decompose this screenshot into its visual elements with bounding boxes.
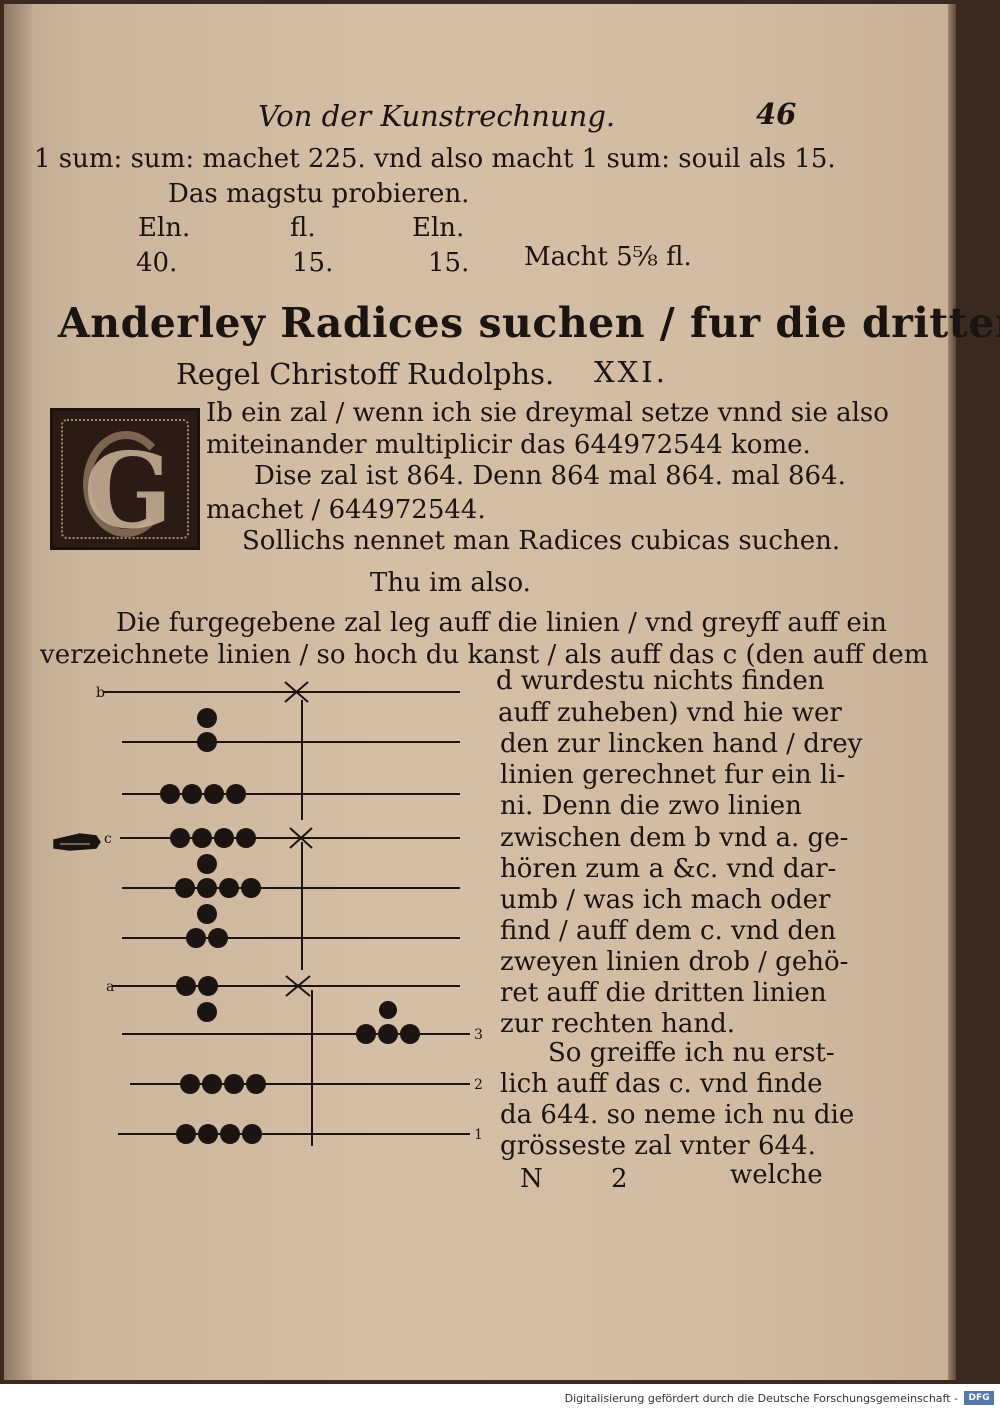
proof-col3-value: 15. <box>428 248 470 278</box>
proof-col2-head: fl. <box>290 213 316 243</box>
counter <box>182 784 202 804</box>
counter <box>378 1024 398 1044</box>
right-column-line: linien gerechnet fur ein li- <box>500 760 846 790</box>
counter <box>224 1074 244 1094</box>
pointing-hand-icon <box>53 833 101 851</box>
chapter-subtitle: Regel Christoff Rudolphs. <box>176 357 555 391</box>
counter <box>197 904 217 924</box>
para1-line-1: Ib ein zal / wenn ich sie dreymal setze … <box>206 398 889 428</box>
counter <box>186 928 206 948</box>
counter <box>236 828 256 848</box>
proof-col2-value: 15. <box>292 248 334 278</box>
counter <box>192 828 212 848</box>
right-column-line: hören zum a &c. vnd dar- <box>500 854 837 884</box>
counter <box>204 784 224 804</box>
page-edge <box>948 4 956 1380</box>
para1-line-5: Sollichs nennet man Radices cubicas such… <box>242 526 841 556</box>
counter <box>197 708 217 728</box>
para1-line-3: Dise zal ist 864. Denn 864 mal 864. mal … <box>254 461 846 491</box>
counting-board-diagram: b c a 3 2 1 <box>53 681 483 1146</box>
counter <box>197 1002 217 1022</box>
counter <box>246 1074 266 1094</box>
right-column-line: ni. Denn die zwo linien <box>500 791 802 821</box>
para3-line-2: lich auff das c. vnd finde <box>500 1069 823 1099</box>
right-column-line: zur rechten hand. <box>500 1009 736 1039</box>
counter <box>400 1024 420 1044</box>
counter <box>226 784 246 804</box>
counter <box>356 1024 376 1044</box>
right-column-line: den zur lincken hand / drey <box>500 729 863 759</box>
catchword: welche <box>730 1160 823 1190</box>
counter <box>379 1001 397 1019</box>
digitization-credit: Digitalisierung gefördert durch die Deut… <box>564 1392 958 1405</box>
chapter-title: Anderley Radices suchen / fur die dritte… <box>58 299 1000 347</box>
body-line-2: Das magstu probieren. <box>168 179 470 209</box>
right-column-line: d wurdestu nichts finden <box>496 666 825 696</box>
counter <box>198 1124 218 1144</box>
cross-mark <box>289 827 313 849</box>
decorated-initial: G <box>50 408 200 550</box>
counter <box>214 828 234 848</box>
row-label-b: b <box>96 685 105 701</box>
chapter-number: XXI. <box>594 355 668 389</box>
initial-ornament-border <box>61 419 189 539</box>
counter <box>242 1124 262 1144</box>
signature-mark: N 2 <box>520 1164 658 1194</box>
counter <box>220 1124 240 1144</box>
right-column-line: zweyen linien drob / gehö- <box>500 947 849 977</box>
para2-line-2: verzeichnete linien / so hoch du kanst /… <box>40 640 929 670</box>
para2-line-1: Die furgegebene zal leg auff die linien … <box>116 608 887 638</box>
dfg-logo: DFG <box>964 1391 994 1405</box>
section-heading: Thu im also. <box>370 568 531 598</box>
running-title: Von der Kunstrechnung. <box>258 99 616 133</box>
counter <box>241 878 261 898</box>
para1-line-2: miteinander multiplicir das 644972544 ko… <box>206 430 811 460</box>
right-number-3: 3 <box>474 1027 483 1043</box>
cross-mark <box>284 681 309 703</box>
cross-mark <box>285 975 311 997</box>
initial-ornament-swirl <box>83 431 169 537</box>
counter <box>197 878 217 898</box>
counter <box>170 828 190 848</box>
right-column-line: auff zuheben) vnd hie wer <box>498 698 842 728</box>
right-number-1: 1 <box>474 1127 483 1143</box>
initial-letter: G <box>83 429 173 550</box>
counter <box>197 854 217 874</box>
para3-line-3: da 644. so neme ich nu die <box>500 1100 855 1130</box>
right-number-2: 2 <box>474 1077 483 1093</box>
counter <box>198 976 218 996</box>
right-column-line: find / auff dem c. vnd den <box>500 916 837 946</box>
counter <box>176 1124 196 1144</box>
right-column-line: umb / was ich mach oder <box>500 885 831 915</box>
counter <box>197 732 217 752</box>
folio-number: 46 <box>756 97 797 131</box>
counter <box>160 784 180 804</box>
counter <box>175 878 195 898</box>
proof-result: Macht 5⅝ fl. <box>524 242 692 272</box>
right-column-line: ret auff die dritten linien <box>500 978 827 1008</box>
counter <box>180 1074 200 1094</box>
counter <box>202 1074 222 1094</box>
row-label-a: a <box>106 979 114 995</box>
row-label-c: c <box>104 831 112 847</box>
body-line-1: 1 sum: sum: machet 225. vnd also macht 1… <box>34 144 836 174</box>
proof-col3-head: Eln. <box>412 213 465 243</box>
counter <box>208 928 228 948</box>
page-gutter <box>4 4 32 1380</box>
para3-line-1: So greiffe ich nu erst- <box>548 1038 835 1068</box>
counter <box>176 976 196 996</box>
proof-col1-value: 40. <box>136 248 178 278</box>
counter <box>219 878 239 898</box>
proof-col1-head: Eln. <box>138 213 191 243</box>
right-column-line: zwischen dem b vnd a. ge- <box>500 823 849 853</box>
para3-line-4: grösseste zal vnter 644. <box>500 1131 816 1161</box>
para1-line-4: machet / 644972544. <box>206 495 486 525</box>
